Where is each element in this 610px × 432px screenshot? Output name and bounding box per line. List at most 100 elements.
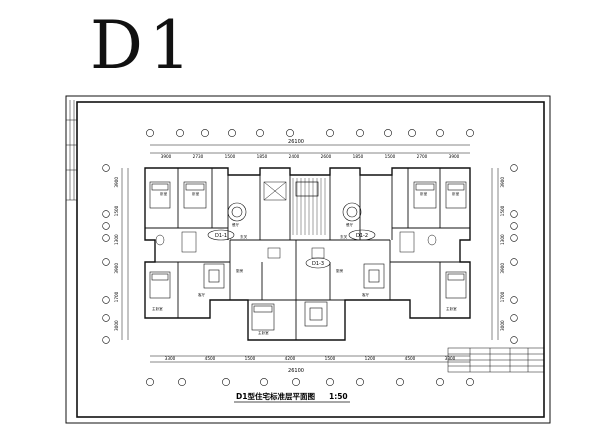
axis-bubble-bottom-0 — [146, 378, 154, 386]
unit-tag-d1-3: D1-3 — [305, 257, 331, 269]
axis-bubble-top-7 — [356, 129, 364, 137]
axis-bubbles-right — [510, 164, 518, 344]
axis-bubble-bottom-7 — [396, 378, 404, 386]
right-dim-1: 1500 — [500, 205, 505, 216]
room-label-living-1: 客厅 — [198, 292, 206, 297]
axis-bubble-left-5 — [102, 296, 110, 304]
axis-bubble-left-7 — [102, 336, 110, 344]
axis-bubble-right-2 — [510, 222, 518, 230]
bottom-dim-6: 4500 — [405, 356, 416, 361]
bottom-dim-7: 3300 — [445, 356, 456, 361]
axis-bubble-bottom-8 — [436, 378, 444, 386]
room-label-dining-1: 餐厅 — [232, 222, 240, 227]
stair-core — [292, 178, 326, 235]
axis-bubble-right-3 — [510, 234, 518, 242]
axis-bubble-top-3 — [228, 129, 236, 137]
left-dim-4: 1700 — [114, 291, 119, 302]
dining-tables — [227, 202, 362, 222]
axis-bubble-top-4 — [256, 129, 264, 137]
axis-bubble-top-9 — [408, 129, 416, 137]
axis-bubble-left-6 — [102, 314, 110, 322]
axis-bubble-top-11 — [466, 129, 474, 137]
axis-bubble-left-3 — [102, 234, 110, 242]
left-dim-3: 3900 — [114, 263, 119, 274]
bottom-dim-0: 3300 — [165, 356, 176, 361]
svg-text:D1-2: D1-2 — [356, 233, 368, 239]
axis-bubble-top-6 — [326, 129, 334, 137]
drawing-scale: 1:50 — [329, 392, 348, 401]
axis-bubble-top-10 — [436, 129, 444, 137]
room-label-bedroom-2: 卧室 — [192, 191, 200, 196]
title-block — [447, 347, 545, 373]
right-dim-4: 1700 — [500, 291, 505, 302]
axis-bubble-right-7 — [510, 336, 518, 344]
axis-bubble-bottom-6 — [356, 378, 364, 386]
top-dim-6: 1850 — [353, 154, 364, 159]
left-dimension-values: 3900 1500 1300 3900 1700 3000 — [114, 177, 119, 331]
room-label-kitchen-1: 厨房 — [236, 268, 244, 273]
room-labels: 卧室 卧室 卧室 卧室 客厅 客厅 主卧室 主卧室 主卧室 玄关 玄关 厨房 厨… — [152, 191, 460, 335]
room-label-dining-2: 餐厅 — [346, 222, 354, 227]
top-dim-3: 1850 — [257, 154, 268, 159]
interior-walls — [145, 168, 470, 340]
axis-bubble-left-1 — [102, 210, 110, 218]
axis-bubble-left-0 — [102, 164, 110, 172]
axis-bubble-top-2 — [201, 129, 209, 137]
axis-bubble-right-5 — [510, 296, 518, 304]
bottom-overall-dim: 26100 — [288, 368, 304, 374]
axis-bubble-bottom-2 — [222, 378, 230, 386]
axis-bubble-left-4 — [102, 258, 110, 266]
beds — [149, 181, 467, 331]
axis-bubble-right-6 — [510, 314, 518, 322]
right-dim-2: 1300 — [500, 234, 505, 245]
left-dim-0: 3900 — [114, 177, 119, 188]
room-label-bedroom-3: 卧室 — [420, 191, 428, 196]
axis-bubble-bottom-1 — [178, 378, 186, 386]
top-dim-8: 2700 — [417, 154, 428, 159]
top-dim-7: 1500 — [385, 154, 396, 159]
left-dim-1: 1500 — [114, 205, 119, 216]
room-label-kitchen-2: 厨房 — [336, 268, 344, 273]
axis-bubble-right-4 — [510, 258, 518, 266]
room-label-master-3: 主卧室 — [258, 330, 269, 335]
axis-bubble-top-8 — [384, 129, 392, 137]
axis-bubble-bottom-9 — [466, 378, 474, 386]
axis-bubbles-left — [102, 164, 110, 344]
axis-bubble-bottom-5 — [326, 378, 334, 386]
room-label-entry-1: 玄关 — [240, 234, 248, 239]
drawing-caption: D1型住宅标准层平面图 — [236, 391, 315, 401]
axis-bubble-right-1 — [510, 210, 518, 218]
binding-strip — [66, 100, 77, 201]
unit-tag-d1-2: D1-2 — [348, 229, 376, 241]
axis-bubbles-bottom — [146, 378, 474, 386]
bottom-dim-5: 1200 — [365, 356, 376, 361]
svg-text:D1-1: D1-1 — [215, 233, 227, 239]
top-dim-0: 3900 — [161, 154, 172, 159]
axis-bubble-top-1 — [176, 129, 184, 137]
unit-tag-d1-1: D1-1 — [207, 229, 235, 241]
room-label-master-2: 主卧室 — [446, 306, 457, 311]
dimension-lines — [121, 144, 499, 363]
elevator-shafts — [263, 181, 287, 201]
svg-text:D1-3: D1-3 — [312, 261, 324, 267]
living-furniture — [203, 263, 385, 327]
inner-frame — [76, 101, 545, 418]
right-dim-3: 3900 — [500, 263, 505, 274]
left-dim-5: 3000 — [114, 320, 119, 331]
top-overall-dim: 26100 — [288, 139, 304, 145]
axis-bubble-bottom-4 — [292, 378, 300, 386]
bottom-dim-4: 1500 — [325, 356, 336, 361]
left-dim-2: 1300 — [114, 234, 119, 245]
axis-bubble-left-2 — [102, 222, 110, 230]
axis-bubble-top-5 — [286, 129, 294, 137]
top-dim-1: 2730 — [193, 154, 204, 159]
axis-bubble-bottom-3 — [260, 378, 268, 386]
bottom-dim-3: 4200 — [285, 356, 296, 361]
room-label-bedroom-4: 卧室 — [452, 191, 460, 196]
room-label-bedroom-1: 卧室 — [160, 191, 168, 196]
bottom-dim-1: 4500 — [205, 356, 216, 361]
axis-bubble-right-0 — [510, 164, 518, 172]
